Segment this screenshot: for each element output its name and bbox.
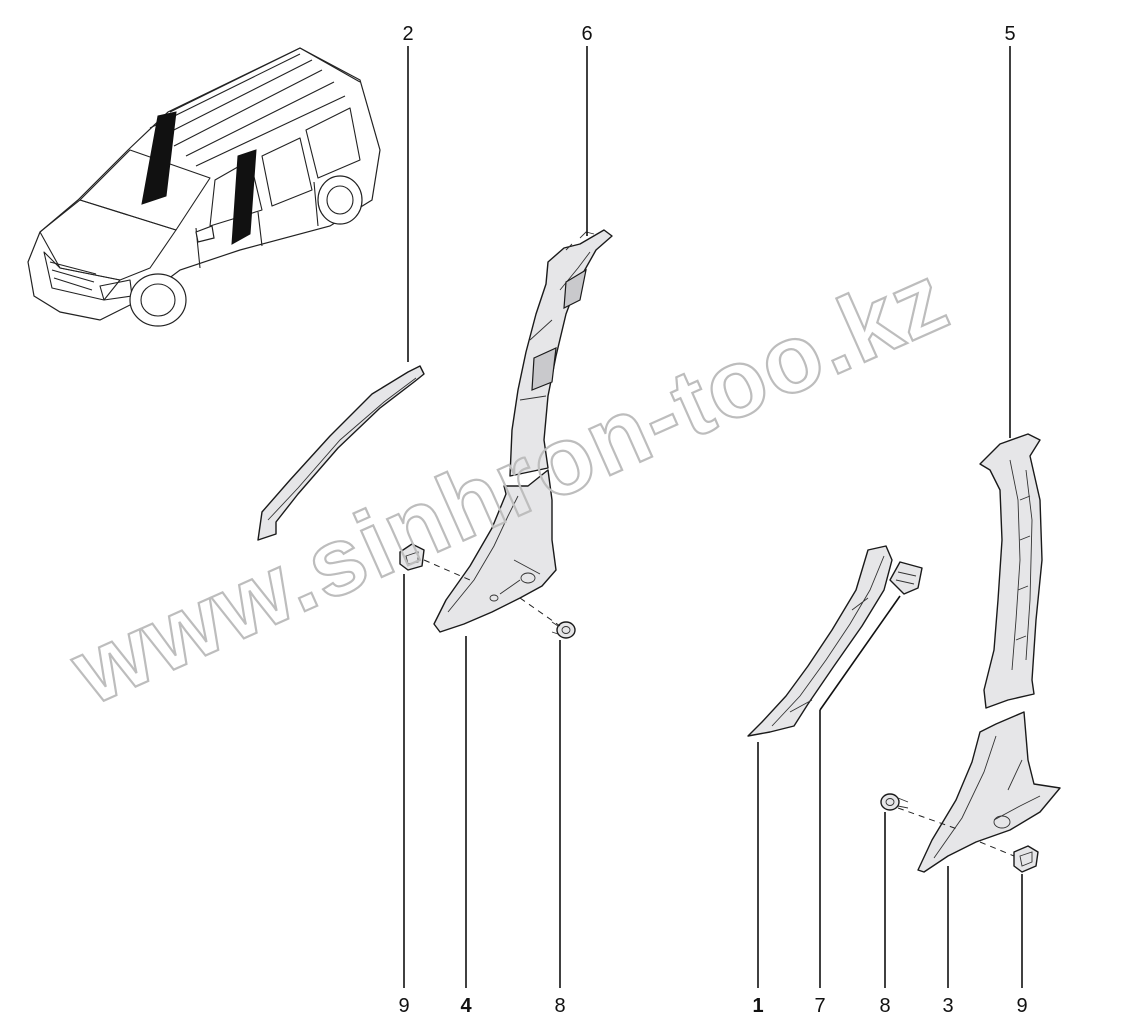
part-6-pillar-upper-trim [509,229,613,477]
callout-6: 6 [581,23,592,45]
callout-labels: 2 6 5 9 4 8 1 7 8 3 9 [398,23,1027,1017]
part-4-pillar-lower-trim [433,469,557,633]
callout-3: 3 [942,995,953,1017]
part-9-clip-right [1013,845,1039,873]
part-9-clip-left [399,543,425,571]
part-7-bracket [889,561,923,595]
leader-lines [403,46,1023,988]
callout-8-left: 8 [554,995,565,1017]
callout-5: 5 [1004,23,1015,45]
part-3-pillar-lower-trim [917,711,1061,873]
assembly-lines [423,559,1015,857]
callout-8-right: 8 [879,995,890,1017]
part-5-pillar-upper-trim [979,433,1043,709]
part-2-pillar-strip [257,365,425,541]
part-8-screw-left [551,621,576,639]
callout-9-right: 9 [1016,995,1027,1017]
vehicle-overview-illustration [27,47,381,327]
callout-9-left: 9 [398,995,409,1017]
callout-4: 4 [460,995,472,1017]
part-8-screw-right [880,793,909,811]
callout-1: 1 [752,995,763,1017]
callout-7: 7 [814,995,825,1017]
callout-2: 2 [402,23,413,45]
part-1-a-pillar-trim [747,545,893,737]
